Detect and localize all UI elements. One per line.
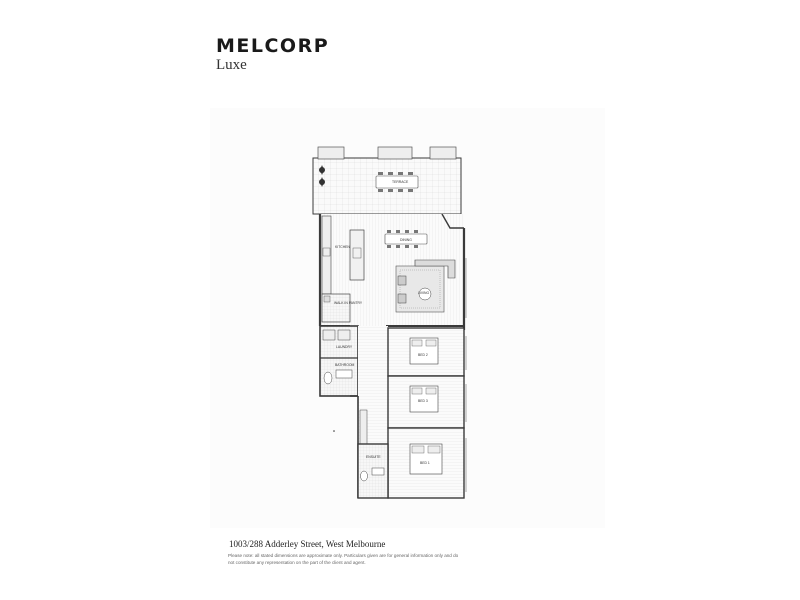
- room-label-bathroom: BATHROOM: [335, 363, 355, 367]
- brand-subname: Luxe: [216, 57, 247, 73]
- bedroom-3: BED 3: [387, 375, 465, 429]
- room-label-laundry: LAUNDRY: [336, 345, 353, 349]
- ensuite: ENSUITE: [357, 443, 389, 499]
- plant-icon: [319, 165, 325, 187]
- brand-name: MELCORP: [216, 35, 330, 57]
- room-label-terrace: TERRACE: [392, 180, 409, 184]
- living-furniture: [395, 259, 456, 313]
- floor-plan: TERRACE KITCHEN: [210, 108, 605, 528]
- room-label-living: LIVING: [418, 291, 429, 295]
- terrace-area: TERRACE: [312, 146, 462, 215]
- dining-table: [384, 230, 428, 248]
- floor-plan-drawing: TERRACE KITCHEN: [312, 146, 467, 499]
- bedroom-2: BED 2: [387, 327, 465, 377]
- disclaimer-text: Please note: all stated dimensions are a…: [228, 553, 459, 565]
- room-label-dining: DINING: [400, 238, 412, 242]
- room-label-bed2: BED 2: [418, 353, 428, 357]
- room-label-pantry: WALK IN PANTRY: [334, 301, 363, 305]
- terrace-table: [375, 172, 419, 192]
- living-dining-area: KITCHEN DINING: [318, 213, 466, 330]
- property-address: 1003/288 Adderley Street, West Melbourne: [229, 539, 386, 549]
- bedroom-1: BED 1: [387, 427, 465, 499]
- room-label-ensuite: ENSUITE: [366, 455, 381, 459]
- room-label-bed3: BED 3: [418, 399, 428, 403]
- brand-logo: MELCORP Luxe: [216, 36, 346, 73]
- room-label-bed1: BED 1: [420, 461, 430, 465]
- room-label-kitchen: KITCHEN: [335, 245, 350, 249]
